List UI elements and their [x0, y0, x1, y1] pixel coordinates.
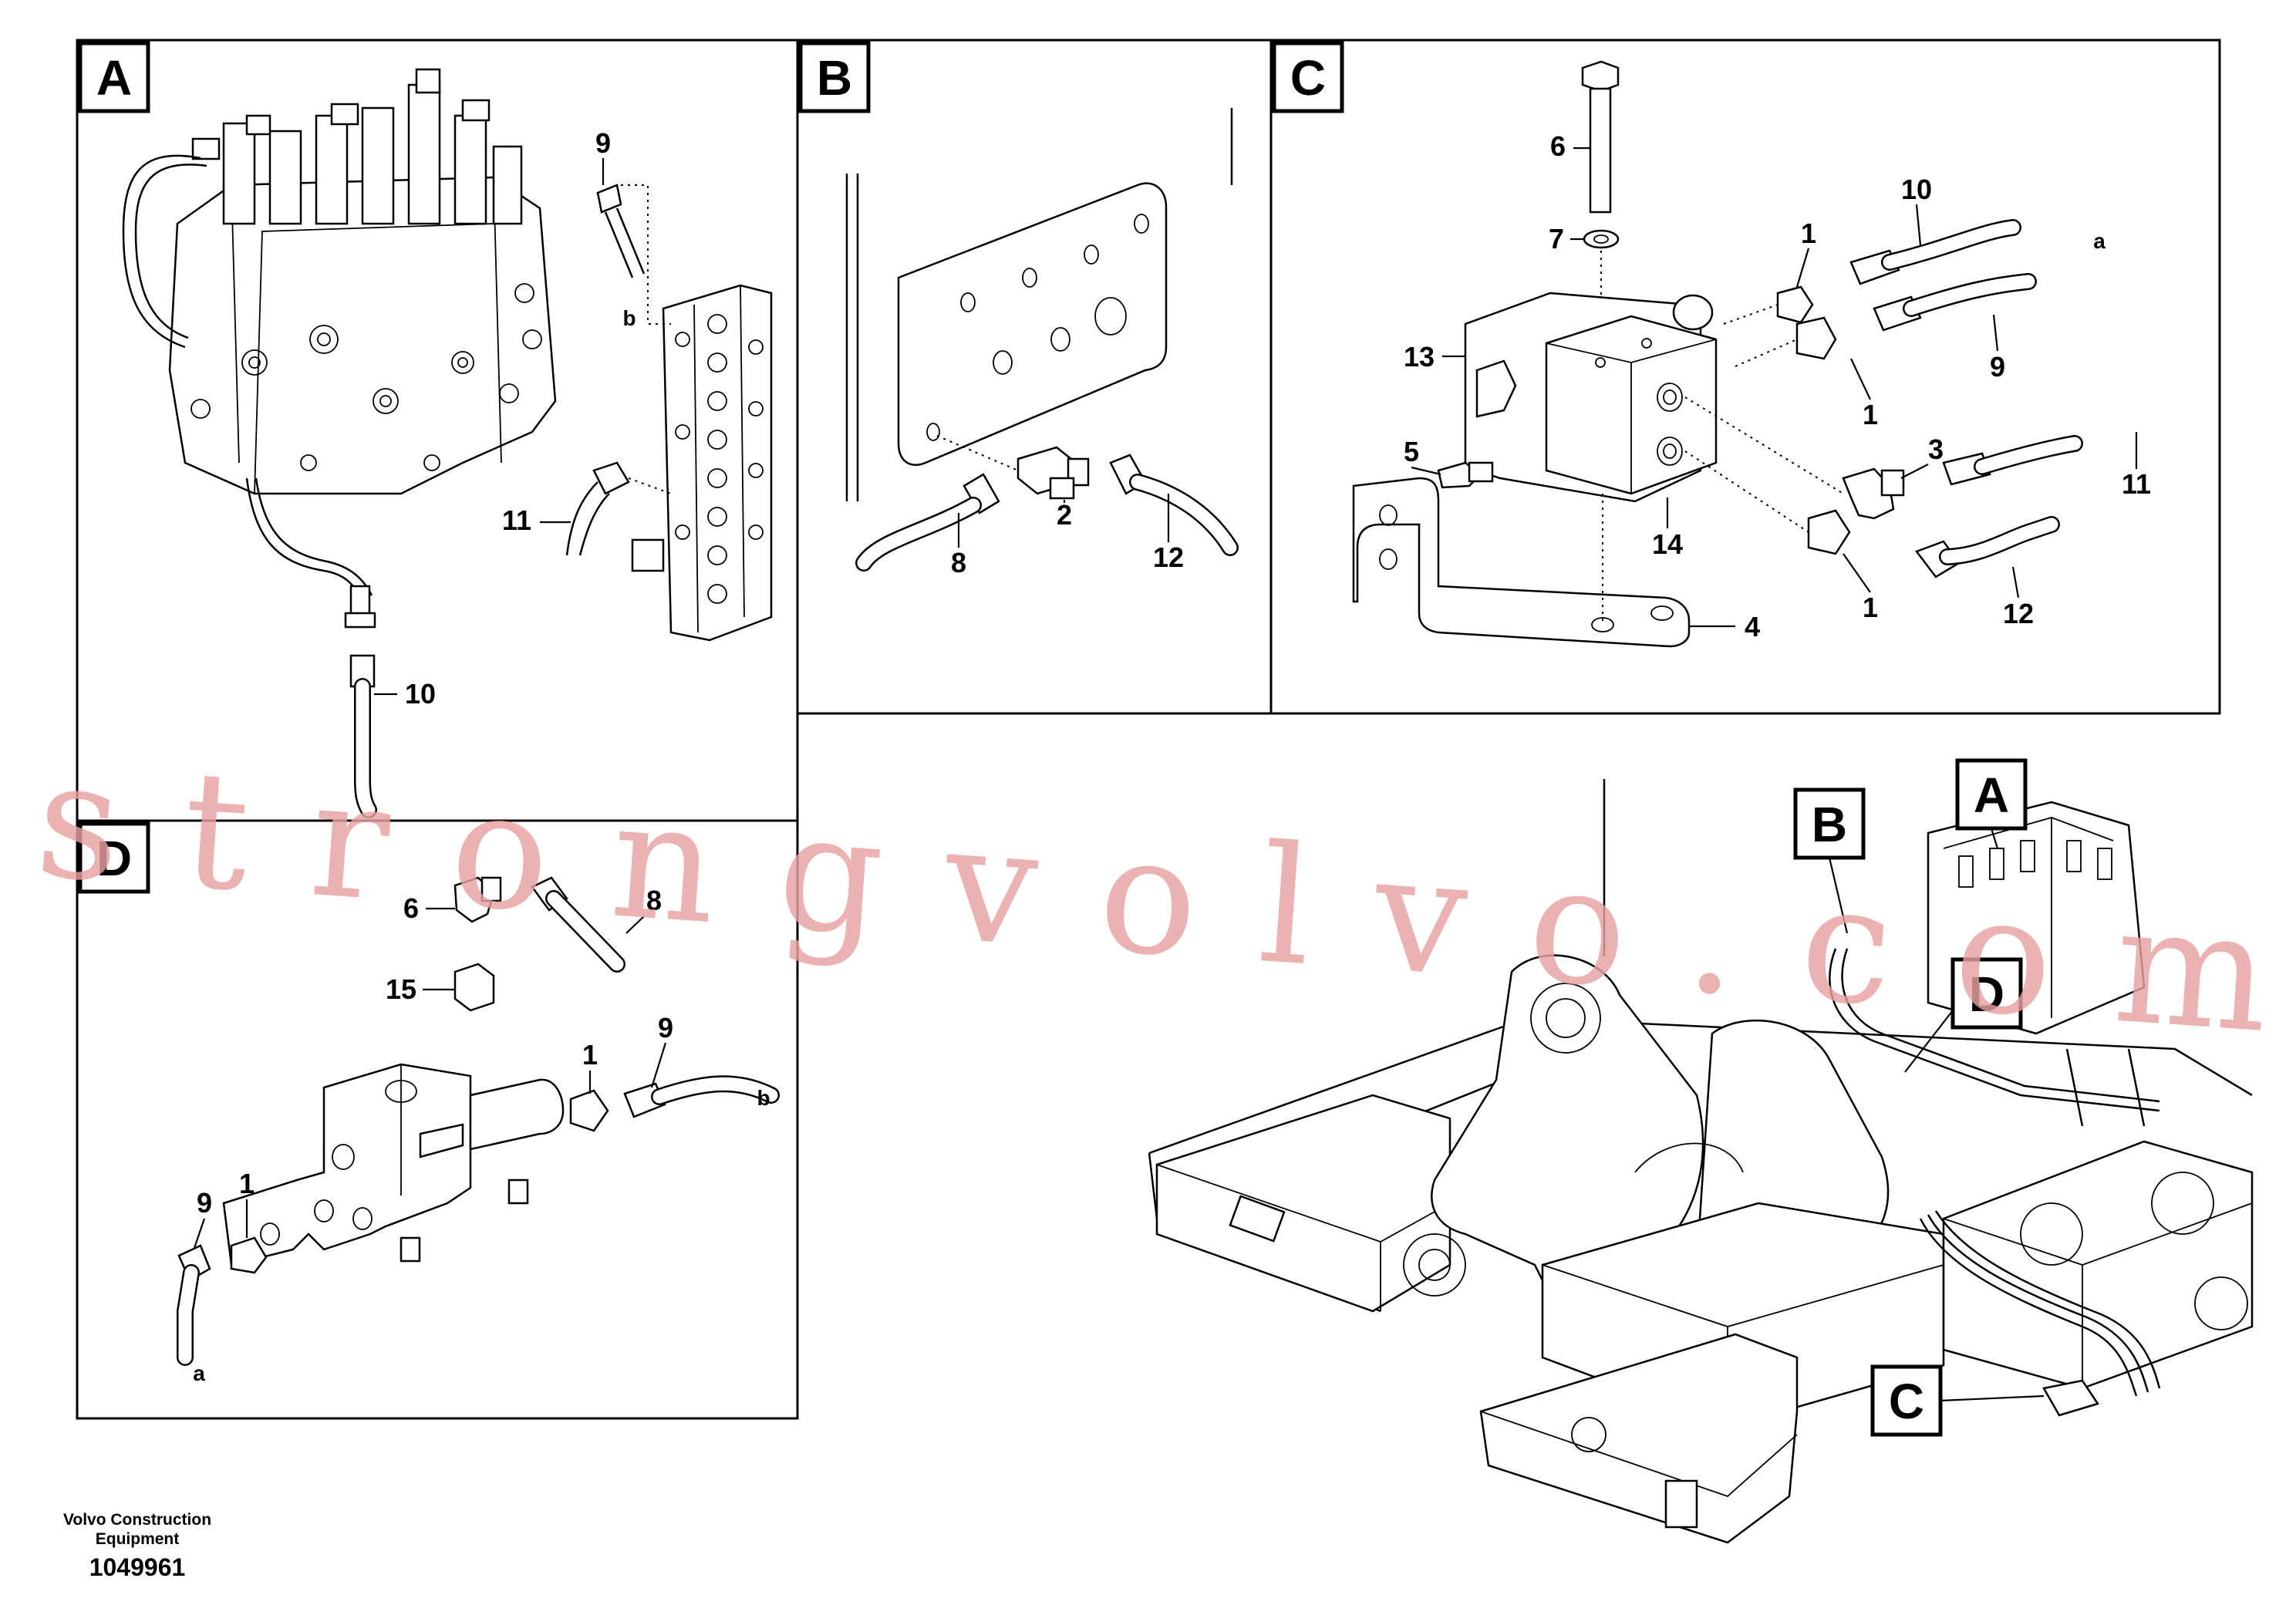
- label-d-1a: 1: [582, 1039, 598, 1071]
- fitting-9-a: [596, 184, 671, 325]
- label-d-a: a: [193, 1361, 205, 1385]
- footer-company-line2: Equipment: [96, 1530, 180, 1548]
- label-c-a: a: [2093, 229, 2106, 253]
- label-d-9b: 9: [197, 1187, 212, 1219]
- label-c-5: 5: [1404, 436, 1419, 467]
- panel-b-tag: B: [798, 41, 871, 113]
- label-d-15: 15: [386, 973, 416, 1005]
- label-a-9: 9: [595, 127, 611, 159]
- svg-text:B: B: [817, 50, 852, 106]
- panel-d-labels: 6 8 15 1 9 b 9 1 a: [193, 885, 770, 1385]
- label-c-11: 11: [2122, 468, 2151, 500]
- label-c-10: 10: [1901, 174, 1932, 205]
- drawing-number: 1049961: [89, 1553, 186, 1581]
- distribution-block: [631, 284, 773, 642]
- label-d-1b: 1: [239, 1168, 255, 1199]
- panel-d-frame: [76, 819, 799, 1420]
- svg-text:D: D: [1969, 966, 2004, 1022]
- label-b-2: 2: [1057, 499, 1072, 531]
- svg-text:D: D: [96, 831, 132, 886]
- label-c-4: 4: [1745, 611, 1760, 642]
- label-c-1a: 1: [1801, 218, 1816, 249]
- overview-callout-a: A: [1955, 758, 2028, 849]
- overview-callout-b: B: [1793, 787, 1866, 934]
- svg-text:A: A: [1974, 767, 2009, 823]
- label-b-8: 8: [951, 547, 966, 578]
- label-c-13: 13: [1404, 341, 1435, 373]
- label-d-6: 6: [403, 892, 419, 924]
- label-a-10: 10: [405, 678, 436, 710]
- panel-d-drawing: [177, 876, 780, 1366]
- label-c-9: 9: [1990, 351, 2005, 383]
- label-c-7: 7: [1549, 223, 1564, 255]
- hose-11-a: [565, 461, 672, 556]
- overview-callout-d: D: [1904, 957, 2023, 1073]
- panel-c-drawing: [1352, 60, 2083, 648]
- label-a-11: 11: [502, 504, 531, 536]
- svg-text:C: C: [1889, 1374, 1924, 1429]
- svg-text:C: C: [1290, 50, 1326, 106]
- label-c-1c: 1: [1863, 592, 1878, 623]
- label-c-6: 6: [1550, 130, 1566, 162]
- label-c-3: 3: [1928, 433, 1944, 465]
- label-b-12: 12: [1153, 541, 1184, 573]
- panel-c-tag: C: [1272, 41, 1344, 113]
- panel-d-tag: D: [78, 821, 150, 894]
- svg-text:B: B: [1812, 797, 1847, 852]
- footer-company: Volvo Construction: [63, 1511, 211, 1529]
- overview-callout-c: C: [1870, 1364, 2045, 1437]
- svg-text:A: A: [96, 50, 132, 106]
- label-c-14: 14: [1652, 528, 1683, 560]
- label-a-b: b: [622, 306, 636, 330]
- panel-a-tag: A: [78, 41, 150, 113]
- label-c-1b: 1: [1863, 399, 1878, 430]
- panel-c-labels: 6 7 1 10 a 9 1 13 5 3 11 14 4 1 12: [1404, 130, 2151, 642]
- control-valve-drawing: [122, 68, 557, 629]
- panel-c-frame: [1269, 39, 2221, 715]
- label-d-b: b: [757, 1086, 770, 1110]
- label-d-8: 8: [646, 885, 662, 916]
- label-c-12: 12: [2003, 598, 2034, 629]
- label-d-9a: 9: [658, 1012, 673, 1044]
- hose-10-a: [349, 654, 377, 818]
- panel-b-drawing: [845, 108, 1239, 572]
